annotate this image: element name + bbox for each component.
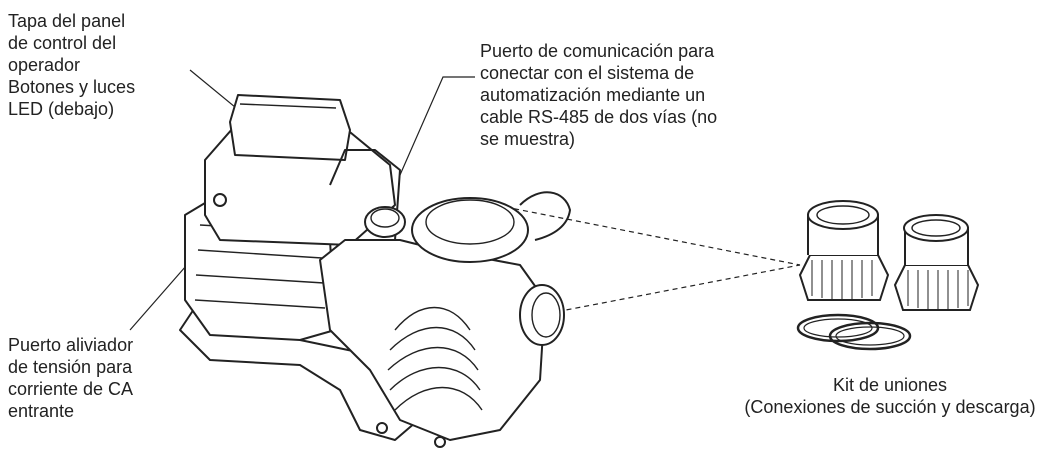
union-fitting-left xyxy=(798,200,890,301)
label-union-kit: Kit de uniones (Conexiones de succión y … xyxy=(744,375,1036,417)
o-rings xyxy=(796,313,912,351)
strainer-lid xyxy=(411,197,529,263)
dashed-line-port xyxy=(539,264,801,316)
leader-line-comm-port xyxy=(399,76,475,176)
suction-port xyxy=(364,206,406,238)
strainer-pot xyxy=(319,239,546,441)
control-panel-cover xyxy=(229,94,351,161)
discharge-port xyxy=(519,284,565,346)
pump-illustration xyxy=(179,94,571,448)
union-fitting-right xyxy=(893,214,980,311)
label-communication-port: Puerto de comunicación para conectar con… xyxy=(480,41,718,149)
lid-handle-right xyxy=(519,191,571,241)
label-strain-relief-port: Puerto aliviador de tensión para corrien… xyxy=(8,335,134,421)
dashed-line-lid xyxy=(469,199,801,266)
union-kit-illustration xyxy=(796,200,980,351)
comm-port-circle xyxy=(213,193,227,207)
label-control-panel-cover: Tapa del panel de control del operador B… xyxy=(8,11,136,119)
